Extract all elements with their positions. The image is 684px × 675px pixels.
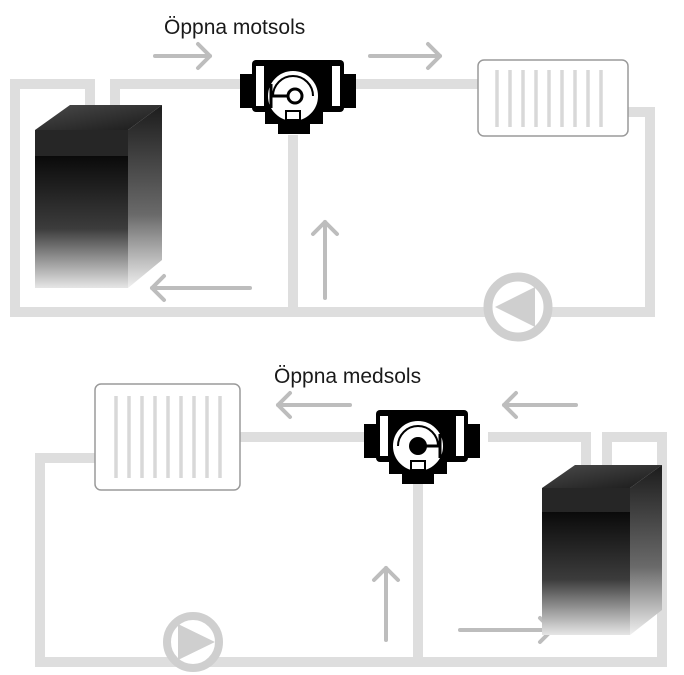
diagram-top-label: Öppna motsols (164, 16, 305, 39)
arrow-left-icon (276, 391, 352, 419)
radiator-bottom (94, 383, 241, 491)
circulation-pump-top (483, 272, 553, 342)
arrow-right-icon (458, 616, 554, 644)
boiler-tank-top (35, 105, 162, 288)
radiator-top (477, 59, 629, 137)
circulation-pump-bottom (163, 612, 223, 672)
mixing-valve-top (240, 60, 356, 134)
diagram-top: Öppna motsols (10, 16, 655, 342)
arrow-left-icon (502, 391, 578, 419)
arrow-right-icon (153, 42, 212, 70)
diagram-bottom: Öppna medsols (35, 365, 667, 672)
diagram-bottom-label: Öppna medsols (274, 365, 421, 388)
arrow-left-icon (150, 274, 252, 302)
arrow-right-icon (368, 42, 442, 70)
flow-arrows-top (150, 42, 442, 302)
arrow-up-icon (311, 220, 339, 300)
pipe-loop-bottom (35, 432, 667, 667)
pipe-loop-top (10, 79, 655, 317)
boiler-tank-bottom (542, 465, 662, 635)
flow-arrows-bottom (276, 391, 578, 644)
mixing-valve-bottom (364, 410, 480, 484)
arrow-up-icon (372, 566, 400, 642)
